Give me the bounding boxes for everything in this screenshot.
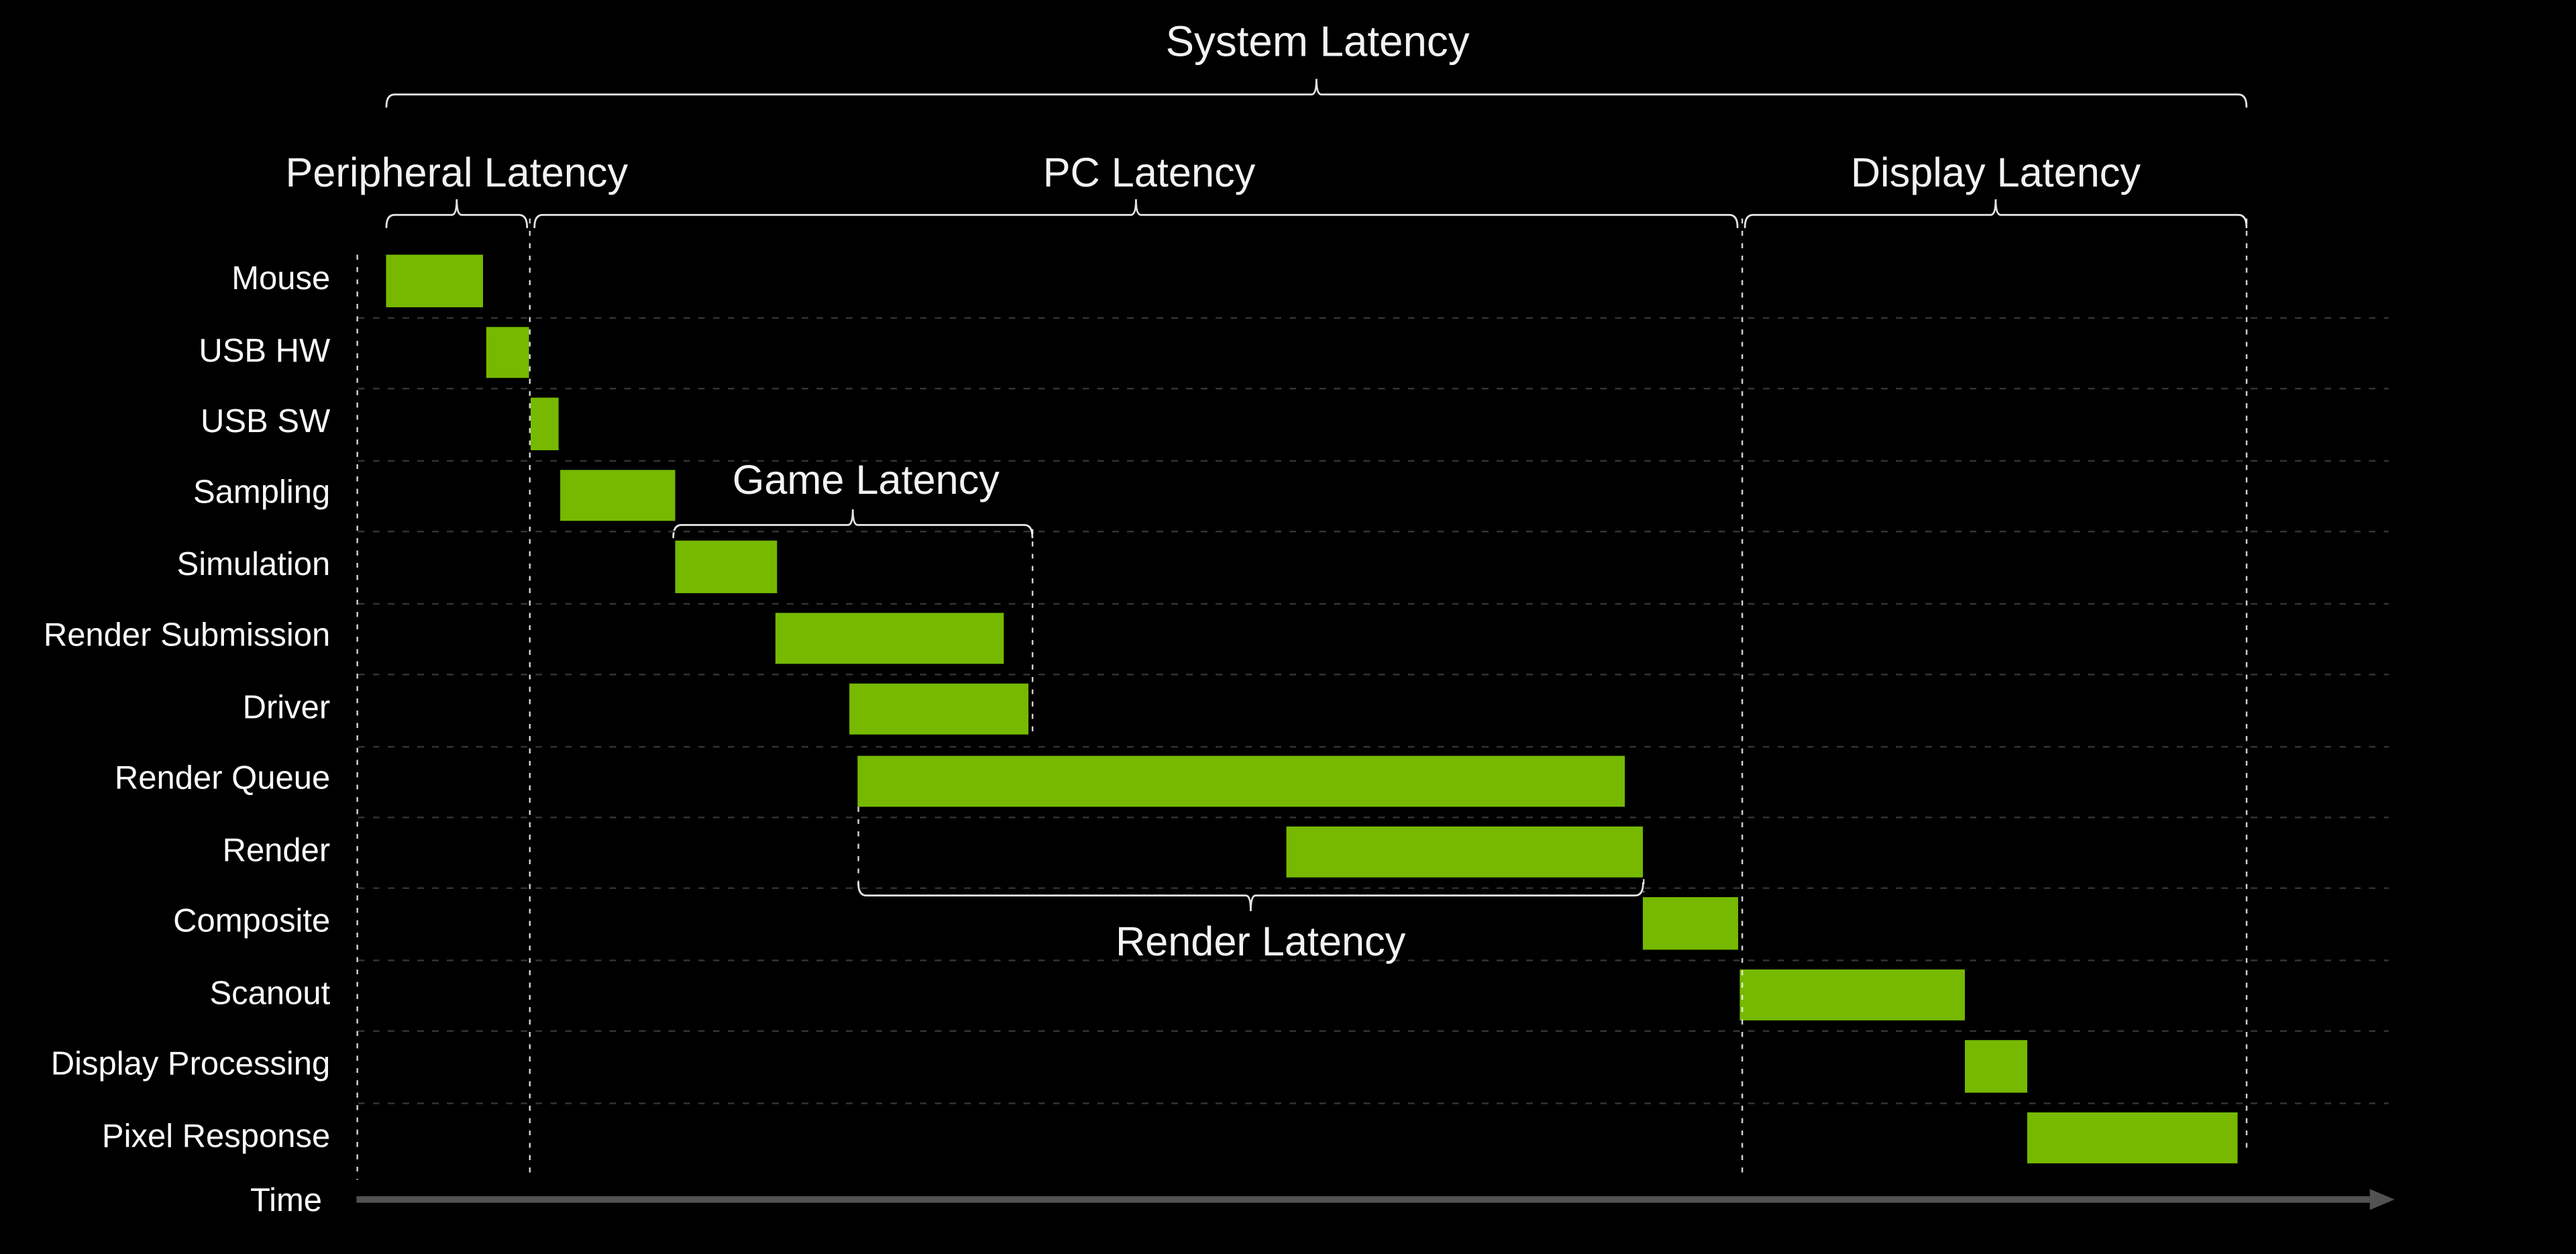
bar-mouse <box>386 255 483 307</box>
row-separator-line <box>357 745 2388 747</box>
row-label-time: Time <box>250 1183 323 1220</box>
row-separator-line <box>357 602 2388 605</box>
bar-usb-hw <box>486 326 529 378</box>
bar-render <box>1285 826 1644 878</box>
row-label-render: Render <box>222 833 331 869</box>
bar-sampling <box>560 469 676 521</box>
row-label-sampling: Sampling <box>193 476 331 512</box>
guide-line-game-end <box>1032 529 1034 735</box>
bracket-game <box>672 509 1034 539</box>
row-label-render-queue: Render Queue <box>114 761 331 798</box>
section-label-render: Render Latency <box>1115 918 1406 965</box>
row-label-composite: Composite <box>173 904 331 941</box>
section-label-game: Game Latency <box>732 458 1000 504</box>
bar-pixel-response <box>2028 1112 2237 1164</box>
bar-display-processing <box>1965 1041 2029 1092</box>
row-label-simulation: Simulation <box>176 547 331 584</box>
bar-render-queue <box>858 755 1625 807</box>
section-label-pc: PC Latency <box>1042 150 1256 197</box>
guide-line-pc-end <box>1741 218 1743 1180</box>
row-separator-line <box>357 1031 2388 1033</box>
row-separator-line <box>357 388 2388 390</box>
bar-usb-sw <box>531 398 559 450</box>
row-label-display-processing: Display Processing <box>50 1047 331 1084</box>
guide-line-display-end <box>2246 218 2249 1153</box>
row-separator-line <box>357 317 2388 319</box>
section-label-display: Display Latency <box>1850 150 2141 197</box>
row-label-driver: Driver <box>242 690 331 727</box>
guide-line-peripheral-end <box>529 218 531 1180</box>
guide-line-chart-start <box>356 254 359 1180</box>
row-separator-line <box>357 674 2388 676</box>
row-label-scanout: Scanout <box>209 975 331 1012</box>
guide-line-render-start <box>858 806 860 892</box>
row-separator-line <box>357 888 2388 890</box>
guide-line-render-end <box>1643 878 1645 892</box>
bracket-system <box>385 79 2248 108</box>
row-label-pixel-response: Pixel Response <box>101 1118 331 1155</box>
row-separator-line <box>357 959 2388 961</box>
bracket-peripheral <box>385 199 529 229</box>
bar-driver <box>849 684 1029 735</box>
bar-render-submission <box>775 612 1005 664</box>
bar-simulation <box>675 541 777 593</box>
row-separator-line <box>357 1102 2388 1104</box>
section-label-peripheral: Peripheral Latency <box>285 150 629 197</box>
row-label-mouse: Mouse <box>231 261 331 298</box>
bar-scanout <box>1739 969 1966 1021</box>
row-label-render-submission: Render Submission <box>43 618 331 655</box>
row-label-usb-hw: USB HW <box>199 333 331 370</box>
row-separator-line <box>357 460 2388 462</box>
time-axis <box>356 1196 2377 1202</box>
row-separator-line <box>357 531 2388 533</box>
bracket-pc <box>533 199 1739 229</box>
page-title: System Latency <box>1165 16 1470 66</box>
row-separator-line <box>357 817 2388 819</box>
bar-composite <box>1643 898 1738 950</box>
bracket-display <box>1743 199 2248 229</box>
row-label-usb-sw: USB SW <box>201 404 331 441</box>
